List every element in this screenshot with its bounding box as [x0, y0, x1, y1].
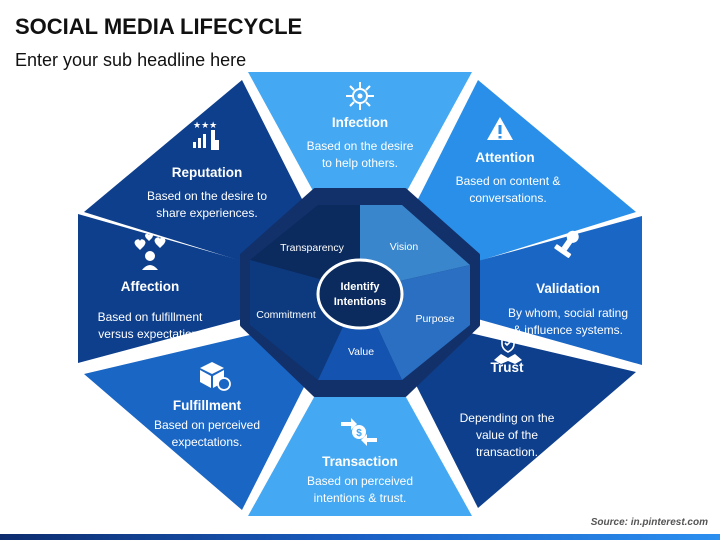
- segment-text: expectations.: [172, 435, 243, 449]
- rating-chart-icon: ★★★: [193, 120, 219, 150]
- segment-affection: Affection Based on fulfillment versus ex…: [78, 214, 246, 363]
- segment-text: Based on the desire to: [147, 189, 267, 203]
- segment-text: versus expectation.: [98, 327, 201, 341]
- segment-text: transaction.: [476, 445, 538, 459]
- center-label: Identify: [340, 281, 380, 293]
- segment-reputation: ★★★ Reputation Based on the desire to sh…: [84, 80, 305, 265]
- segment-text: Based on perceived: [307, 474, 413, 488]
- segment-text: & influence systems.: [513, 323, 623, 337]
- inner-label-transparency: Transparency: [280, 242, 345, 254]
- inner-label-commitment: Commitment: [256, 309, 316, 321]
- inner-segment-value: [318, 290, 402, 380]
- segment-title: Infection: [332, 115, 388, 130]
- dollar-exchange-icon: $: [341, 418, 377, 446]
- inner-label-value: Value: [348, 346, 374, 358]
- segment-text: Based on the desire: [307, 139, 414, 153]
- bottom-accent-bar: [0, 534, 720, 540]
- segment-infection: Infection Based on the desire to help ot…: [248, 72, 472, 200]
- segment-fulfillment: Fulfillment Based on perceived expectati…: [84, 334, 304, 510]
- handshake-shield-icon: [494, 335, 522, 364]
- center-label: Intentions: [334, 296, 387, 308]
- segment-text: to help others.: [322, 156, 398, 170]
- segment-trust: Trust Depending on the value of the tran…: [416, 332, 636, 508]
- segment-text: conversations.: [469, 191, 546, 205]
- inner-label-vision: Vision: [390, 241, 419, 253]
- segment-title: Validation: [536, 281, 600, 296]
- segment-text: share experiences.: [156, 206, 257, 220]
- warning-icon: [487, 117, 513, 140]
- stamp-icon: [554, 230, 579, 258]
- segment-transaction: $ Transaction Based on perceived intenti…: [248, 390, 472, 516]
- page-subtitle: Enter your sub headline here: [15, 50, 247, 70]
- segment-title: Attention: [475, 150, 534, 165]
- virus-icon: [346, 82, 374, 110]
- center-circle: Identify Intentions: [316, 258, 404, 330]
- segment-title: Transaction: [322, 454, 398, 469]
- hearts-person-icon: [134, 233, 166, 270]
- segment-title: Affection: [121, 279, 180, 294]
- page-title: SOCIAL MEDIA LIFECYCLE: [15, 14, 303, 39]
- segment-attention: Attention Based on content & conversatio…: [415, 80, 636, 265]
- segment-title: Trust: [490, 360, 524, 375]
- svg-text:★★★: ★★★: [193, 120, 217, 130]
- segment-text: Based on fulfillment: [98, 310, 203, 324]
- segment-title: Fulfillment: [173, 398, 242, 413]
- svg-text:$: $: [356, 428, 362, 439]
- box-delivery-icon: [200, 362, 231, 391]
- segment-title: Reputation: [172, 165, 243, 180]
- segment-validation: Validation By whom, social rating & infl…: [474, 216, 642, 365]
- segment-text: intentions & trust.: [314, 491, 407, 505]
- segment-text: By whom, social rating: [508, 306, 628, 320]
- segment-text: Based on content &: [456, 174, 561, 188]
- segment-text: Based on perceived: [154, 418, 260, 432]
- segment-text: value of the: [476, 428, 538, 442]
- segment-text: Depending on the: [460, 411, 555, 425]
- inner-label-purpose: Purpose: [415, 313, 454, 325]
- source-credit: Source: in.pinterest.com: [590, 517, 708, 528]
